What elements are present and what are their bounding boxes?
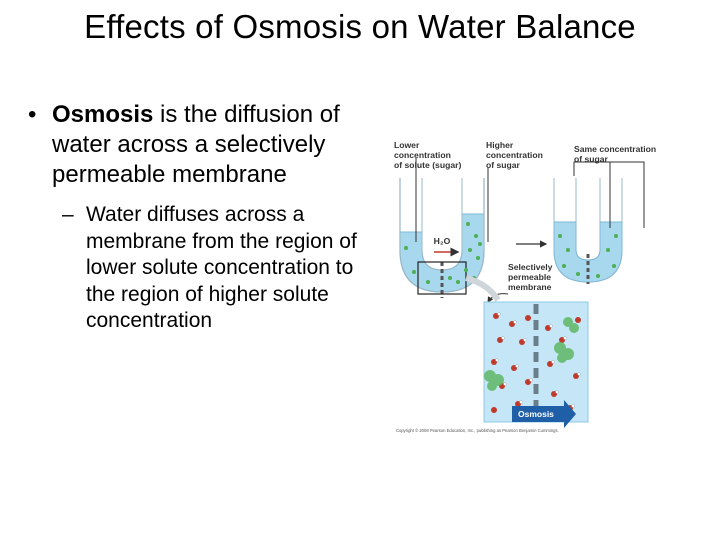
bullet-dot: • bbox=[28, 101, 37, 128]
u-tube-after bbox=[553, 161, 645, 284]
label-h2o: H₂O bbox=[434, 236, 451, 246]
label-membrane: Selectively permeable membrane bbox=[508, 262, 555, 292]
term-osmosis: Osmosis bbox=[52, 101, 154, 128]
label-lower: Lower concentration of solute (sugar) bbox=[394, 140, 461, 170]
label-osmosis: Osmosis bbox=[518, 409, 554, 419]
sub-bullet-diffusion: –Water diffuses across a membrane from t… bbox=[24, 202, 374, 335]
figure-copyright: Copyright © 2008 Pearson Education, Inc.… bbox=[396, 428, 559, 433]
label-same: Same concentration of sugar bbox=[574, 144, 659, 164]
osmosis-arrow bbox=[512, 400, 576, 428]
label-higher: Higher concentration of sugar bbox=[486, 140, 545, 170]
slide-body: • Osmosis is the diffusion of water acros… bbox=[24, 100, 374, 335]
sub-bullet-dash: – bbox=[62, 203, 74, 226]
bullet-osmosis-definition: • Osmosis is the diffusion of water acros… bbox=[24, 100, 374, 190]
zoom-panel: Osmosis bbox=[483, 301, 589, 428]
definition-text: is the diffusion of water across a selec… bbox=[52, 101, 340, 188]
pointer-same bbox=[573, 161, 645, 228]
osmosis-diagram: Lower concentration of solute (sugar) Hi… bbox=[394, 140, 659, 433]
osmosis-figure: Lower concentration of solute (sugar) Hi… bbox=[378, 132, 670, 442]
slide-title: Effects of Osmosis on Water Balance bbox=[84, 8, 636, 45]
sub-bullet-text: Water diffuses across a membrane from th… bbox=[86, 203, 357, 332]
u-tube-before bbox=[399, 158, 489, 298]
